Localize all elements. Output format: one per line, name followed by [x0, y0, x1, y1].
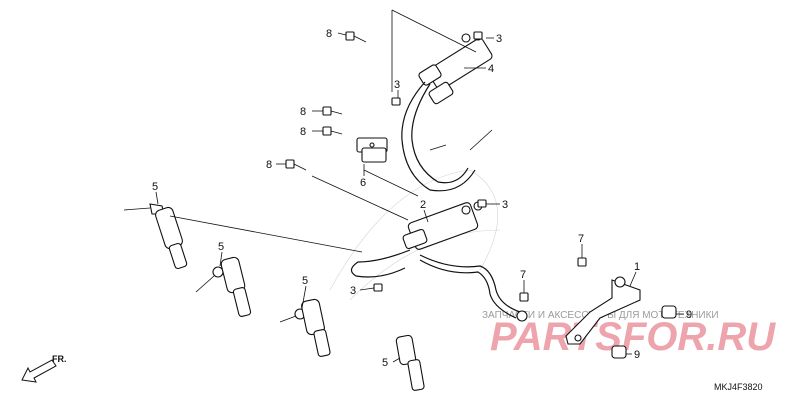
callout-6: 6 [360, 177, 366, 189]
plug-cap-part-5-a [123, 203, 188, 270]
bracket-part-1 [565, 276, 641, 345]
plug-cap-part-5-d [395, 334, 425, 391]
callout-5-d: 5 [382, 357, 388, 369]
callout-labels: 8 3 4 3 8 8 6 8 2 3 5 5 5 5 3 7 7 1 9 9 [152, 28, 692, 369]
nut-part-3-a [473, 31, 483, 40]
bolt-part-8-c [322, 126, 343, 136]
leader-lines [155, 9, 684, 363]
callout-3-a: 3 [496, 33, 502, 45]
wire-harness-upper [401, 81, 493, 192]
bracket-part-6 [356, 137, 388, 163]
callout-2: 2 [420, 199, 426, 211]
plug-cap-part-5-c [279, 298, 331, 357]
bushing-part-9-upper [661, 305, 677, 319]
callout-9-a: 9 [686, 309, 692, 321]
watermark-brand: PARTSFOR.RU [490, 315, 776, 359]
front-arrow-label: FR. [52, 354, 67, 364]
callout-3-c: 3 [502, 199, 508, 211]
front-direction-arrow: FR. [21, 354, 67, 383]
callout-8-b: 8 [300, 106, 306, 118]
bolt-part-8-d [285, 159, 307, 171]
callout-7-b: 7 [520, 269, 526, 281]
ignition-coil-lower [402, 201, 483, 250]
ignition-coil-upper [418, 31, 493, 105]
callout-7-a: 7 [578, 233, 584, 245]
callout-4: 4 [488, 63, 494, 75]
screw-part-7-b [519, 292, 529, 302]
callout-5-b: 5 [218, 241, 224, 253]
bolt-part-8-a [345, 31, 367, 43]
nut-part-3-b [391, 97, 401, 106]
callout-8-c: 8 [300, 126, 306, 138]
callout-5-c: 5 [302, 275, 308, 287]
callout-1: 1 [634, 261, 640, 273]
bushing-part-9-lower [611, 345, 627, 359]
callout-3-d: 3 [350, 285, 356, 297]
drawing-code: MKJ4F3820 [714, 382, 763, 392]
bolt-part-8-b [322, 106, 343, 116]
callout-5-a: 5 [152, 181, 158, 193]
callout-8-a: 8 [326, 28, 332, 40]
nut-part-3-d [373, 283, 383, 292]
screw-part-7-a [577, 257, 587, 267]
callout-3-b: 3 [394, 79, 400, 91]
wire-harness-lower [350, 249, 528, 322]
plug-cap-part-5-b [195, 256, 252, 317]
callout-9-b: 9 [634, 349, 640, 361]
nut-part-3-c [477, 199, 487, 208]
callout-8-d: 8 [266, 159, 272, 171]
